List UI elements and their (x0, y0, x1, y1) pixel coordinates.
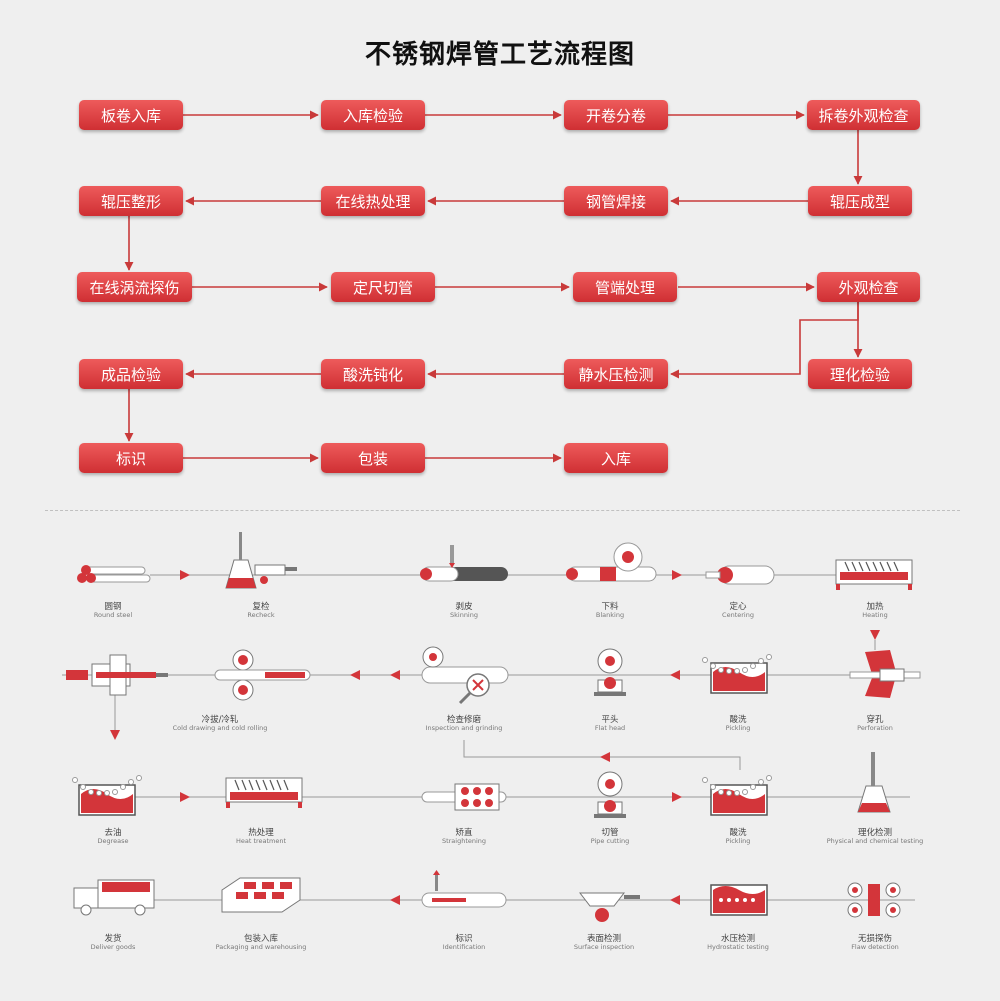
blanking-icon (566, 542, 657, 582)
flow-step: 在线热处理 (321, 186, 425, 216)
marking-icon (421, 870, 507, 908)
cold-rolling-icon (214, 649, 311, 701)
pickling-icon (702, 654, 772, 694)
flow-step: 静水压检测 (564, 359, 668, 389)
degrease-icon (72, 775, 142, 816)
flow-arrow (670, 302, 859, 379)
process-arrow (672, 792, 682, 802)
flow-step: 入库检验 (321, 100, 425, 130)
flow-step: 开卷分卷 (564, 100, 668, 130)
section-divider (45, 510, 960, 511)
flow-step: 酸洗钝化 (321, 359, 425, 389)
flow-step: 标识 (79, 443, 183, 473)
process-arrow (110, 730, 120, 740)
flow-step: 辊压整形 (79, 186, 183, 216)
flow-step: 管端处理 (573, 272, 677, 302)
process-arrow (350, 670, 360, 680)
inspection-grinding-icon (421, 646, 509, 705)
page-title: 不锈钢焊管工艺流程图 (364, 40, 635, 70)
process-arrow (180, 570, 190, 580)
heat-treatment-icon (225, 777, 303, 808)
straightening-icon (421, 783, 507, 811)
flow-step: 包装 (321, 443, 425, 473)
flaw-detection-icon (847, 882, 901, 918)
centering-icon (705, 565, 775, 585)
process-arrow (390, 895, 400, 905)
process-arrow (670, 670, 680, 680)
flow-step: 外观检查 (817, 272, 920, 302)
flow-step: 钢管焊接 (564, 186, 668, 216)
process-arrow (870, 630, 880, 640)
flow-step: 拆卷外观检查 (807, 100, 920, 130)
surface-inspection-icon (578, 892, 640, 922)
flow-step: 理化检验 (808, 359, 912, 389)
flow-step: 成品检验 (79, 359, 183, 389)
pipe-cutting-icon (594, 771, 626, 818)
perforation-icon (849, 650, 921, 698)
flow-step: 板卷入库 (79, 100, 183, 130)
packaging-icon (221, 877, 301, 913)
round-steel-icon (77, 565, 151, 583)
lab-flask-icon (857, 752, 891, 813)
pickling-icon (702, 775, 772, 816)
process-arrow (390, 670, 400, 680)
process-arrow (180, 792, 190, 802)
truck-icon (73, 879, 155, 916)
hydrostatic-icon (710, 884, 768, 916)
process-arrow (672, 570, 682, 580)
recheck-icon (225, 532, 297, 589)
cold-drawing-die-icon (66, 654, 168, 696)
flat-head-icon (594, 648, 626, 696)
flow-step: 在线涡流探伤 (77, 272, 192, 302)
flow-step: 定尺切管 (331, 272, 435, 302)
process-arrow (670, 895, 680, 905)
flowchart-connectors (124, 110, 863, 463)
flow-step: 辊压成型 (808, 186, 912, 216)
heating-icon (835, 559, 913, 590)
skinning-icon (420, 545, 508, 582)
flow-step: 入库 (564, 443, 668, 473)
process-arrow (600, 752, 610, 762)
